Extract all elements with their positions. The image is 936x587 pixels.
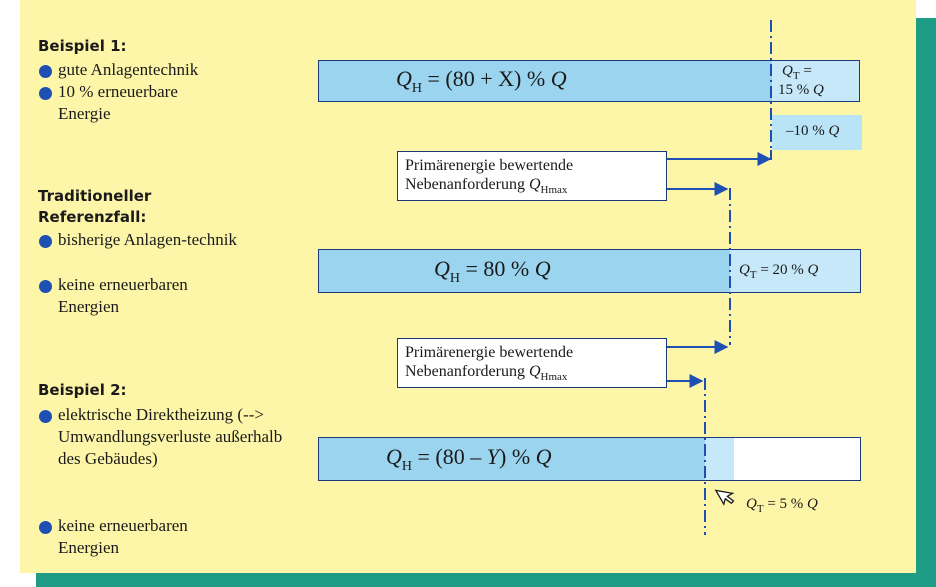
section-2-item-1: bisherige Anlagen-technik xyxy=(58,230,237,249)
bar-beispiel-1 xyxy=(318,60,860,102)
section-2-item-2: keine erneuerbaren Energien xyxy=(58,275,188,316)
section-1-item-2: 10 % erneuerbare Energie xyxy=(58,82,178,123)
section-3-item-2: keine erneuerbaren Energien xyxy=(58,516,188,557)
section-title-beispiel-2: Beispiel 2: xyxy=(38,381,127,399)
bar-3-label: QH = (80 – Y) % Q xyxy=(386,444,552,474)
pointer-arrow-icon xyxy=(714,489,735,506)
bar-2-qt-label: QT = 20 % Q xyxy=(739,262,819,281)
callout-box-2: Primärenergie bewertende Nebenanforderun… xyxy=(397,338,667,388)
accent-border-bottom xyxy=(36,573,936,587)
bar-1-qt-value: 15 % Q xyxy=(778,82,824,98)
bullet-icon xyxy=(39,521,52,534)
section-title-referenzfall: Traditioneller Referenzfall: xyxy=(38,187,152,226)
accent-border-right xyxy=(916,18,936,587)
bar-1-qt-label: QT = xyxy=(782,63,812,82)
bullet-icon xyxy=(39,235,52,248)
bar-heating-segment xyxy=(319,438,705,480)
bullet-icon xyxy=(39,280,52,293)
renewable-reduction-label: –10 % Q xyxy=(786,123,840,139)
section-1-item-1: gute Anlagentechnik xyxy=(58,60,199,79)
section-title-beispiel-1: Beispiel 1: xyxy=(38,37,127,55)
bar-transmission-segment xyxy=(730,250,860,292)
section-3-item-1: elektrische Direktheizung (--> Umwandlun… xyxy=(58,405,283,468)
bullet-icon xyxy=(39,65,52,78)
callout-box-1: Primärenergie bewertende Nebenanforderun… xyxy=(397,151,667,201)
arrow-callout-1-top xyxy=(667,150,772,160)
renewable-reduction-box xyxy=(772,115,862,150)
bar-1-label: QH = (80 + X) % Q xyxy=(396,66,567,96)
bar-2-label: QH = 80 % Q xyxy=(434,256,551,286)
bar-3-qt-label: QT = 5 % Q xyxy=(746,496,818,515)
bar-referenzfall xyxy=(318,249,861,293)
bullet-icon xyxy=(39,87,52,100)
bar-beispiel-2 xyxy=(318,437,861,481)
bar-transmission-segment xyxy=(772,61,859,101)
bar-transmission-segment xyxy=(705,438,734,480)
bullet-icon xyxy=(39,410,52,423)
